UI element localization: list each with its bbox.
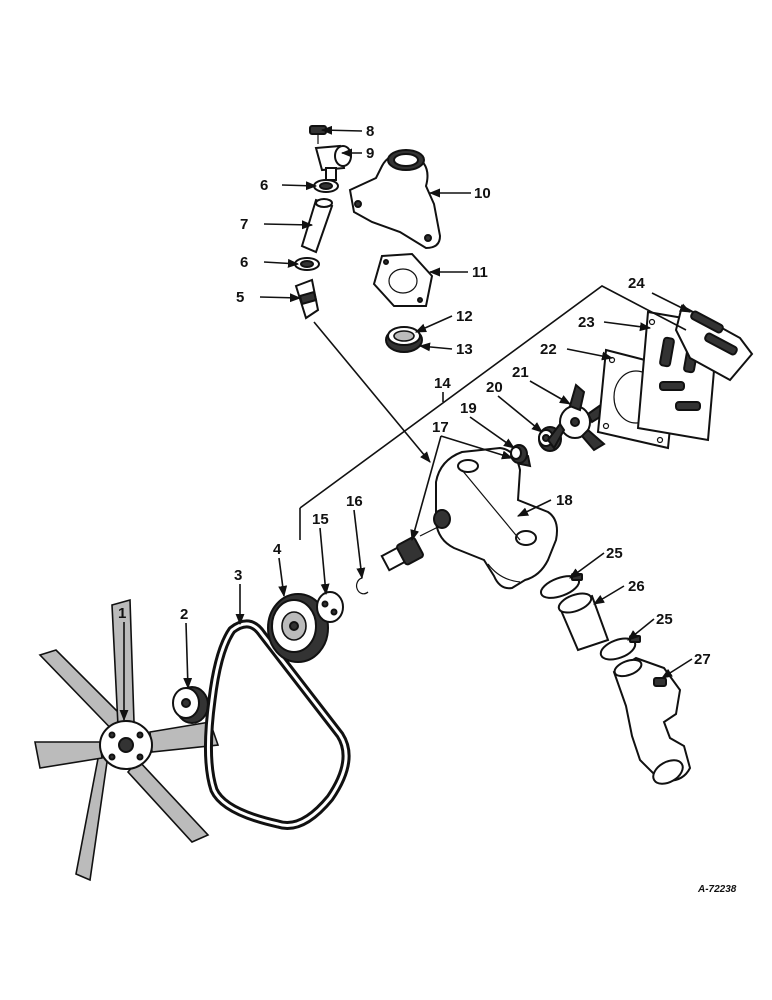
callout-5: 5	[236, 289, 244, 306]
callout-25b: 25	[656, 611, 673, 628]
callout-12: 12	[456, 308, 473, 325]
tee-fitting-part	[314, 144, 352, 181]
petcock-part	[309, 125, 327, 144]
callout-15: 15	[312, 511, 329, 528]
callout-4: 4	[273, 541, 282, 558]
callout-25a: 25	[606, 545, 623, 562]
callout-17: 17	[432, 419, 449, 436]
callout-20: 20	[486, 379, 503, 396]
leader-19	[469, 416, 515, 449]
callout-8: 8	[366, 123, 374, 140]
leader-12	[414, 315, 453, 333]
callout-24: 24	[628, 275, 645, 292]
leader-25a	[569, 552, 605, 579]
spacer-part	[172, 686, 209, 724]
leader-6a	[281, 181, 318, 191]
leader-5	[259, 293, 302, 303]
callout-21: 21	[512, 364, 529, 381]
leader-4	[278, 557, 288, 598]
callout-10: 10	[474, 185, 491, 202]
leader-16	[353, 509, 366, 580]
thermostat-gasket-part	[372, 252, 434, 307]
callout-11: 11	[472, 264, 488, 281]
callout-14: 14	[434, 375, 451, 392]
reference-number: A-72238	[697, 884, 737, 895]
hub-part	[316, 591, 344, 623]
clamp-lower-part	[294, 257, 320, 271]
leader-13	[418, 342, 453, 352]
outlet-hose-part	[557, 592, 610, 652]
snap-ring-part	[355, 577, 369, 595]
leader-2	[183, 622, 193, 690]
leader-27	[661, 658, 693, 679]
leader-7	[263, 220, 314, 230]
leader-26	[593, 585, 625, 605]
hose-part	[300, 198, 334, 254]
leader-25b	[627, 618, 655, 641]
callout-9: 9	[366, 145, 374, 162]
callout-7: 7	[240, 216, 248, 233]
pulley-part	[267, 593, 329, 663]
callout-26: 26	[628, 578, 645, 595]
leader-24	[651, 292, 692, 313]
water-outlet-elbow-part	[612, 656, 692, 785]
callout-2: 2	[180, 606, 188, 623]
elbow-fitting-part	[294, 278, 320, 320]
leader-6b	[263, 258, 300, 268]
callout-3: 3	[234, 567, 242, 584]
callout-23: 23	[578, 314, 595, 331]
water-pump-housing-part	[433, 446, 558, 590]
callout-27: 27	[694, 651, 711, 668]
callout-13: 13	[456, 341, 473, 358]
leader-18	[516, 499, 552, 517]
leader-23	[603, 321, 652, 332]
callout-22: 22	[540, 341, 557, 358]
leader-8	[320, 125, 363, 135]
shaft-bearing-part	[380, 450, 532, 572]
impeller-part	[546, 383, 610, 452]
assembly-bracket-14	[299, 285, 687, 509]
callout-18: 18	[556, 492, 573, 509]
callout-6a: 6	[260, 177, 268, 194]
leader-22	[566, 348, 614, 361]
callout-1: 1	[118, 605, 126, 622]
leader-5-to-18	[313, 321, 431, 463]
thermostat-part	[385, 326, 423, 353]
callout-6b: 6	[240, 254, 248, 271]
clamp-upper-part	[313, 179, 339, 193]
callout-19: 19	[460, 400, 477, 417]
leader-20	[497, 395, 543, 433]
thermostat-housing-part	[348, 149, 442, 250]
callout-16: 16	[346, 493, 363, 510]
fan-part	[34, 598, 220, 882]
v-belt-part	[203, 619, 351, 830]
gasket-plate-part	[674, 304, 754, 382]
leader-17b	[410, 435, 442, 542]
leader-15	[319, 527, 330, 596]
leader-17a	[440, 435, 514, 460]
leader-21	[529, 380, 571, 405]
